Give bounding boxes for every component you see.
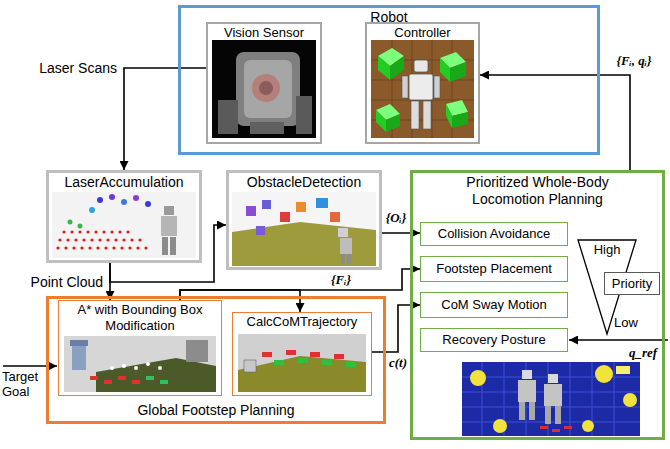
controller-image	[371, 40, 474, 138]
footstep-search-image	[64, 336, 216, 392]
priority-box: Priority	[604, 272, 660, 295]
node-title: Global Footstep Planning	[137, 402, 294, 419]
data-flow-arrow	[109, 263, 111, 300]
simulation-image	[462, 362, 640, 436]
task-box: CoM Sway Motion	[420, 292, 568, 318]
data-flow-arrow	[382, 232, 420, 234]
module-box: ObstacleDetection	[226, 170, 382, 270]
edge-label: {Fᵢ}	[326, 273, 356, 288]
obstacle-image	[232, 192, 376, 266]
data-flow-arrow	[480, 75, 630, 170]
label-patch: {Fᵢ, qᵢ}	[615, 53, 652, 68]
node-title: Footstep Placement	[436, 261, 552, 277]
node-title: Robot	[370, 9, 407, 26]
node-title: ObstacleDetection	[247, 174, 361, 191]
edge-label: c(t)	[386, 356, 410, 371]
node-title: LaserAccumulation	[64, 174, 183, 191]
node-title: Collision Avoidance	[438, 226, 551, 242]
node-title: CalcCoMTrajectory	[247, 314, 358, 330]
node-title: Recovery Posture	[442, 332, 545, 348]
priority-level: Low	[614, 316, 644, 331]
planner-box: A* with Bounding Box Modification CalcCoM…	[46, 296, 386, 424]
system-box: Vision Sensor ControllerRobot	[178, 5, 600, 155]
com-trajectory-image	[238, 334, 366, 392]
node-title: Vision Sensor	[224, 25, 304, 41]
vision-sensor-image	[212, 40, 316, 138]
edge-label: Laser Scans	[20, 60, 118, 76]
task-box: Recovery Posture	[420, 328, 568, 352]
task-box: Collision Avoidance	[420, 222, 568, 246]
process-box: CalcCoMTrajectory	[232, 312, 372, 396]
label-patch: {Fᵢ}	[330, 272, 352, 287]
label-patch: c(t)	[388, 355, 408, 370]
data-flow-arrow	[110, 225, 226, 282]
edge-label: Point Cloud	[4, 274, 104, 290]
component-box: Vision Sensor	[206, 22, 322, 144]
node-title: CoM Sway Motion	[441, 297, 546, 313]
input-label: Target Goal	[2, 370, 44, 400]
label-patch: Point Cloud	[30, 274, 104, 290]
node-title: Priority	[612, 276, 652, 292]
label-patch: {Oᵢ}	[385, 210, 408, 225]
input-label: q_ref	[622, 346, 664, 361]
edge-label: {Oᵢ}	[383, 211, 409, 226]
edge-label: {Fᵢ, qᵢ}	[603, 54, 665, 69]
label-patch: Laser Scans	[38, 60, 118, 76]
node-title: Prioritized Whole-Body Locomotion Planni…	[443, 174, 633, 208]
node-title: A* with Bounding Box Modification	[65, 302, 215, 333]
component-box: Controller	[365, 22, 480, 144]
reference-posture-arrow	[569, 339, 668, 341]
task-box: Footstep Placement	[420, 256, 568, 282]
priority-level: High	[586, 243, 628, 258]
point-cloud-image	[52, 192, 196, 258]
module-box: LaserAccumulation	[46, 170, 202, 263]
process-box: A* with Bounding Box Modification	[58, 300, 222, 396]
planner-box: Collision AvoidanceFootstep PlacementCoM…	[410, 170, 665, 440]
node-title: Controller	[394, 25, 450, 41]
